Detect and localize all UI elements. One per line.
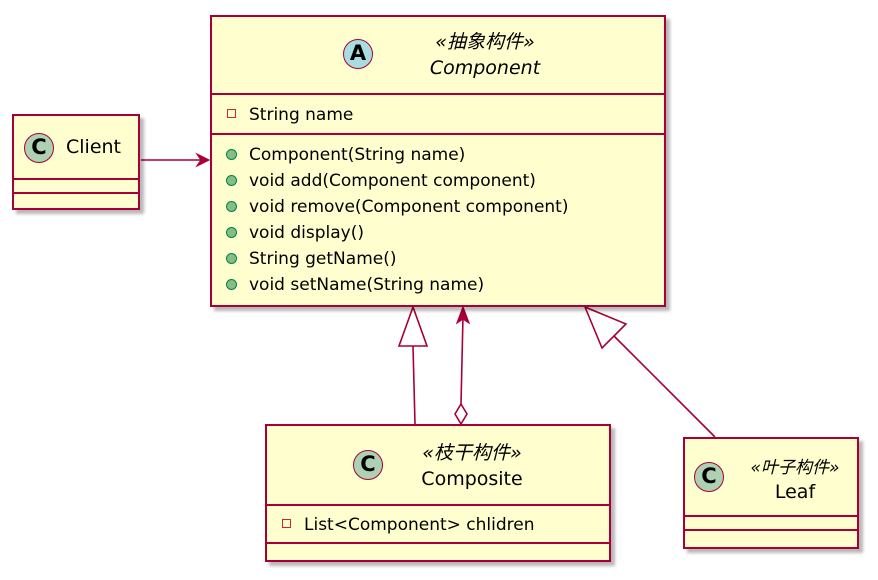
class-client-methods <box>14 194 138 208</box>
class-component-stereotype: «抽象构件» <box>435 31 535 53</box>
class-client-fields <box>14 180 138 194</box>
class-composite-name: Composite <box>421 468 523 490</box>
class-composite-header: C «枝干构件» Composite <box>267 426 609 506</box>
class-leaf-methods <box>685 531 857 545</box>
class-leaf-name: Leaf <box>774 481 816 503</box>
class-leaf-header: C «叶子构件» Leaf <box>685 439 857 517</box>
class-badge-icon: C <box>353 450 383 480</box>
class-composite-stereotype: «枝干构件» <box>422 442 522 464</box>
class-component[interactable]: A «抽象构件» Component String name Component… <box>210 15 666 307</box>
class-leaf-stereotype: «叶子构件» <box>750 458 840 478</box>
class-composite-fields: List<Component> chlidren <box>267 506 609 544</box>
class-client[interactable]: C Client <box>12 114 140 210</box>
class-composite[interactable]: C «枝干构件» Composite List<Component> chlid… <box>265 424 611 562</box>
public-visibility-icon <box>226 227 237 238</box>
class-component-fields: String name <box>212 95 664 135</box>
class-client-name: Client <box>66 136 122 158</box>
client-component-association <box>141 152 211 168</box>
composite-inheritance-edge <box>397 304 429 425</box>
public-visibility-icon <box>226 149 237 160</box>
composite-aggregation-edge <box>454 305 471 426</box>
class-client-header: C Client <box>14 116 138 180</box>
public-visibility-icon <box>226 175 237 186</box>
public-visibility-icon <box>226 253 237 264</box>
abstract-class-badge-icon: A <box>343 39 373 69</box>
class-composite-methods <box>267 544 609 558</box>
class-component-header: A «抽象构件» Component <box>212 17 664 95</box>
leaf-inheritance-edge <box>583 305 716 438</box>
class-badge-icon: C <box>24 133 54 163</box>
class-component-methods: Component(String name) void add(Componen… <box>212 135 664 305</box>
class-badge-icon: C <box>694 462 724 492</box>
private-visibility-icon <box>282 519 291 528</box>
private-visibility-icon <box>227 109 236 118</box>
class-leaf[interactable]: C «叶子构件» Leaf <box>683 437 859 549</box>
public-visibility-icon <box>226 279 237 290</box>
class-component-name: Component <box>429 57 541 79</box>
class-leaf-fields <box>685 517 857 531</box>
public-visibility-icon <box>226 201 237 212</box>
